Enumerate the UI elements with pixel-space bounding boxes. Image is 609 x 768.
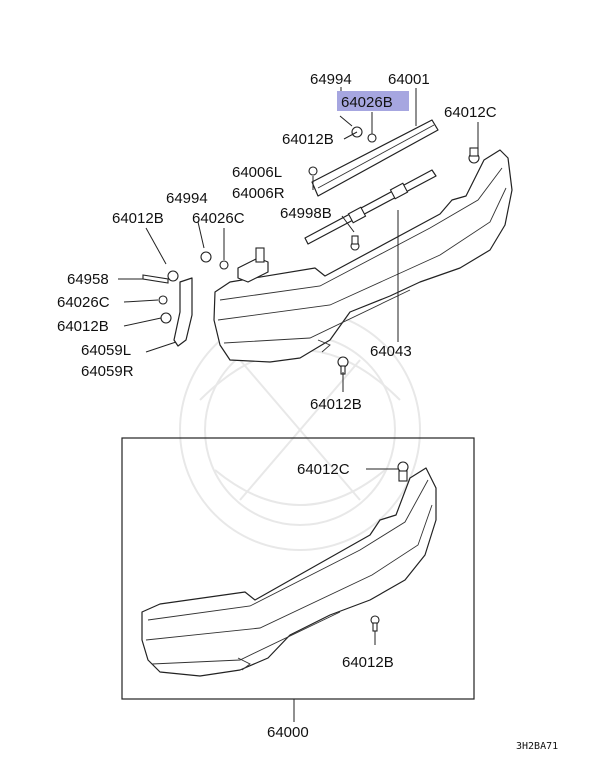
fasteners-lower[interactable] xyxy=(370,461,409,632)
label-64026C-mid: 64026C xyxy=(192,210,245,227)
label-64012C-top: 64012C xyxy=(444,104,497,121)
label-64012B-left2: 64012B xyxy=(57,318,109,335)
label-64958: 64958 xyxy=(67,271,109,288)
label-64012B-bottom: 64012B xyxy=(310,396,362,413)
label-64012B-a: 64012B xyxy=(282,131,334,148)
label-64994-top: 64994 xyxy=(310,71,352,88)
label-64006R: 64006R xyxy=(232,185,285,202)
highlight-box xyxy=(337,91,409,111)
label-64012B-left: 64012B xyxy=(112,210,164,227)
label-64043: 64043 xyxy=(370,343,412,360)
bracket-64006[interactable] xyxy=(237,247,269,283)
assembly-box xyxy=(121,437,475,700)
label-64026B: 64026B xyxy=(341,94,393,111)
label-64059R: 64059R xyxy=(81,363,134,380)
label-64059L: 64059L xyxy=(81,342,131,359)
labels-upper: 64994 64001 64026B 64012C 64012B 64006L … xyxy=(57,71,497,413)
diagram-code: 3H2BA71 xyxy=(516,741,558,752)
label-64012B-box: 64012B xyxy=(342,654,394,671)
fasteners-upper[interactable] xyxy=(142,126,480,375)
label-64994-left: 64994 xyxy=(166,190,208,207)
label-64012C-box: 64012C xyxy=(297,461,350,478)
label-64026C-left: 64026C xyxy=(57,294,110,311)
leader-lines-upper xyxy=(118,87,479,392)
upper-bumper-cover[interactable] xyxy=(213,149,513,363)
lower-bumper-assembly[interactable] xyxy=(141,467,437,677)
label-64006L: 64006L xyxy=(232,164,282,181)
leader-lines-lower xyxy=(293,468,398,722)
labels-lower: 64012C 64012B 64000 3H2BA71 xyxy=(267,461,558,752)
label-64001: 64001 xyxy=(388,71,430,88)
side-strip-64006[interactable] xyxy=(304,169,437,245)
side-bracket-64059[interactable] xyxy=(173,277,193,347)
label-64000: 64000 xyxy=(267,724,309,741)
label-64998B: 64998B xyxy=(280,205,332,222)
upper-strip-64001[interactable] xyxy=(311,119,439,197)
